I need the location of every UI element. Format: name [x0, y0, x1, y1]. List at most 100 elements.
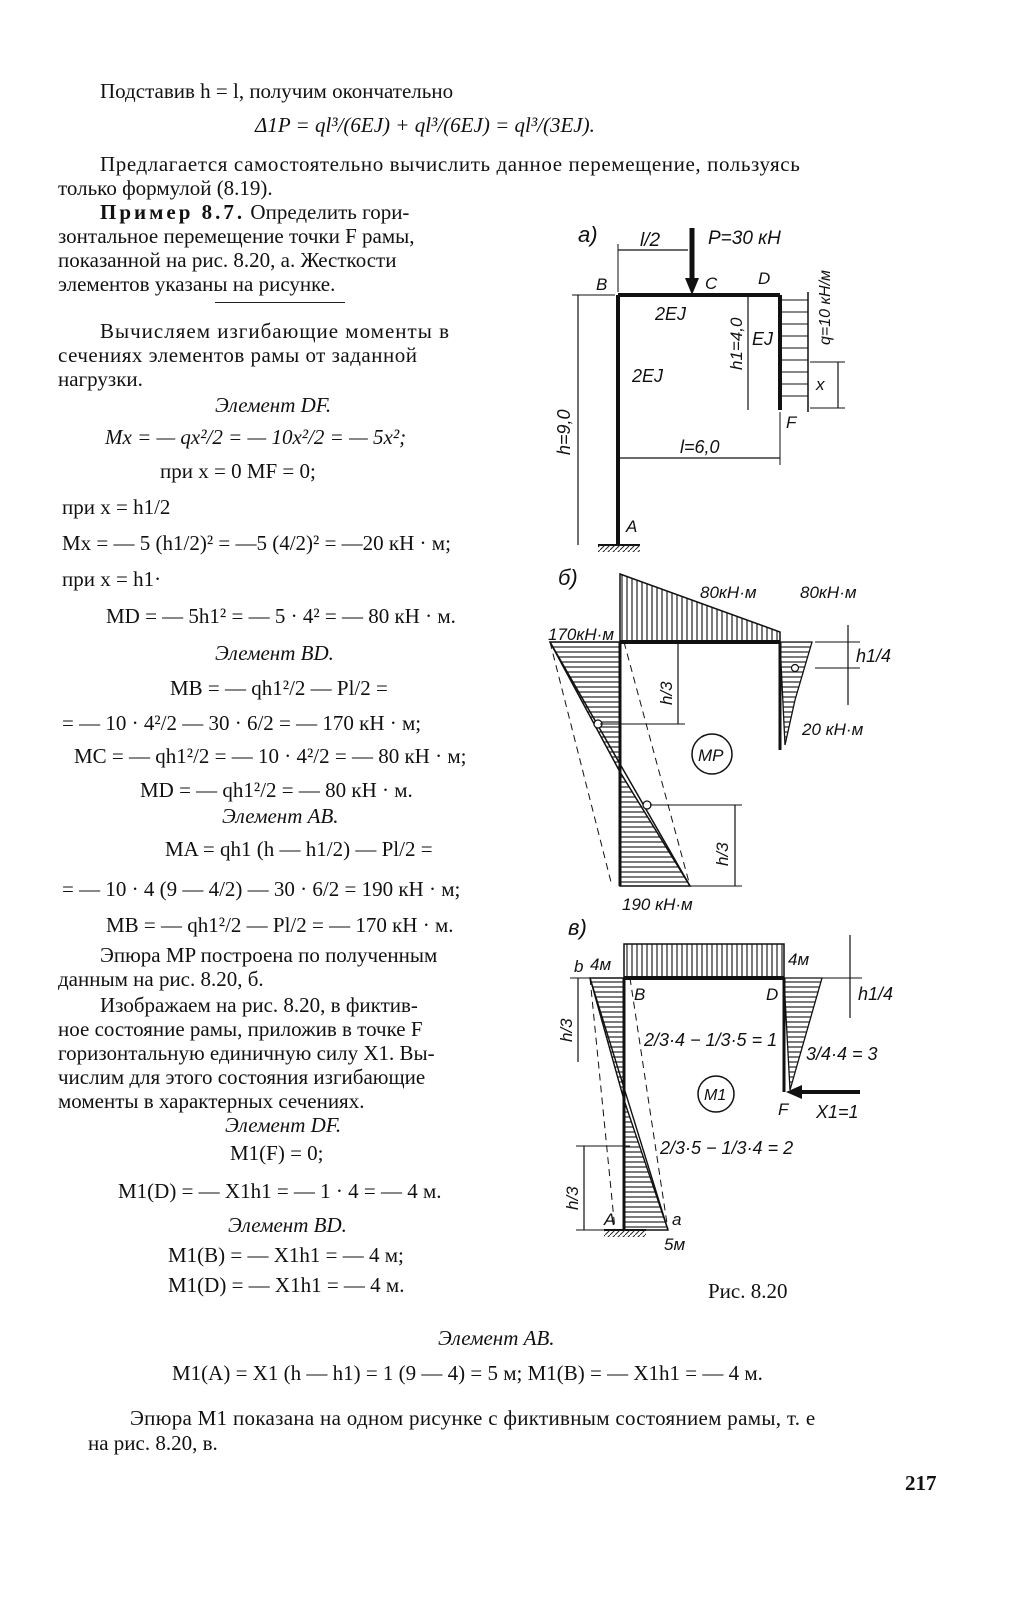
ma-formula-b: = — 10 · 4 (9 — 4/2) — 30 · 6/2 = 190 кН… [62, 877, 461, 901]
label-q: q=10 кН/м [817, 270, 834, 345]
label-h3-c-upper: h/3 [557, 1018, 576, 1042]
para2-line-3: горизонтальную единичную силу X1. Вы- [58, 1041, 435, 1065]
label-frac-2: 3/4·4 = 3 [806, 1044, 878, 1064]
mb-formula-2: MB = — qh1²/2 — Pl/2 = — 170 кН · м. [106, 913, 454, 937]
label-h: h=9,0 [554, 409, 574, 455]
element-bd-heading-2: Элемент BD. [228, 1213, 347, 1237]
m1a-formula: M1(A) = X1 (h — h1) = 1 (9 — 4) = 5 м; M… [172, 1361, 763, 1385]
calc-intro-3: нагрузки. [58, 367, 143, 391]
label-80-a: 80кН·м [700, 583, 757, 602]
distributed-load [782, 292, 809, 412]
column-df-moment [779, 641, 813, 746]
dashed-c-2 [629, 977, 669, 1231]
element-bd-heading: Элемент BD. [215, 641, 334, 665]
label-80-b: 80кН·м [800, 583, 857, 602]
label-node-f: F [786, 413, 798, 432]
label-a: а) [578, 222, 598, 247]
suggest-line-2: только формулой (8.19). [58, 176, 273, 200]
label-c-f: F [778, 1100, 790, 1119]
para1-line-1: Эпюра MP построена по полученным [100, 943, 438, 967]
delta-formula: Δ1P = ql³/(6EJ) + ql³/(6EJ) = ql³/(3EJ). [255, 113, 595, 137]
label-node-c: C [705, 274, 718, 293]
md-formula-1: MD = — 5h1² = — 5 · 4² = — 80 кН · м. [106, 604, 456, 628]
epura-line-1: Эпюра M1 показана на одном рисунке с фик… [130, 1406, 816, 1430]
label-x: x [815, 375, 825, 394]
label-c: в) [568, 915, 587, 940]
dashed-line-1 [549, 641, 613, 887]
m1f-formula: M1(F) = 0; [230, 1141, 324, 1165]
example-text-2: зонтальное перемещение точки F рамы, [58, 224, 415, 248]
label-4m-b: 4м [788, 950, 809, 969]
label-c-d: D [766, 985, 778, 1004]
support-hatch [598, 545, 640, 552]
at-x0: при x = 0 MF = 0; [160, 459, 316, 483]
label-h3-lower-b: h/3 [713, 842, 732, 866]
label-190: 190 кН·м [622, 895, 693, 914]
at-x-h1-half: при x = h1/2 [62, 495, 171, 519]
force-x1-head [786, 1085, 802, 1099]
example-text-4: элементов указаны на рисунке. [58, 272, 336, 296]
at-x-h1: при x = h1· [62, 567, 162, 591]
label-m1: M1 [704, 1087, 726, 1104]
label-4m-a: 4м [590, 955, 611, 974]
mx-formula-2: Mx = — 5 (h1/2)² = —5 (4/2)² = —20 кН · … [62, 531, 451, 555]
element-df-heading: Элемент DF. [215, 393, 332, 417]
label-c-b: B [634, 985, 645, 1004]
diagram-b: б) 170кН·м 80кН·м 80кН·м h1/4 h/3 MP 20 … [548, 565, 891, 914]
diagram-c: в) b 4м B D 4м h1/4 h/3 2/3·4 − 1/3·5 = … [557, 915, 893, 1254]
epura-line-2: на рис. 8.20, в. [88, 1431, 218, 1455]
divider [215, 302, 345, 303]
para1-line-2: данным на рис. 8.20, б. [58, 967, 264, 991]
label-l2: l/2 [640, 230, 661, 251]
label-170: 170кН·м [548, 625, 614, 644]
m1d-formula: M1(D) = — X1h1 = — 1 · 4 = — 4 м. [118, 1179, 442, 1203]
label-h1: h1=4,0 [727, 317, 746, 370]
example-text-1: Определить гори- [250, 200, 410, 224]
example-line-1: Пример 8.7. Определить гори- [100, 199, 409, 225]
label-b: б) [558, 565, 578, 590]
label-node-d: D [758, 269, 770, 288]
label-l: l=6,0 [680, 437, 720, 457]
point-h1-4 [790, 663, 800, 673]
suggest-line-1: Предлагается самостоятельно вычислить да… [100, 152, 801, 176]
dashed-line-2 [623, 641, 691, 887]
label-c-a: A [603, 1210, 615, 1229]
m1-circle [697, 1075, 735, 1113]
mx-formula-1: Mx = — qx²/2 = — 10x²/2 = — 5x²; [105, 425, 407, 449]
label-ej-right: EJ [752, 329, 774, 349]
label-node-b: B [596, 275, 607, 294]
ma-formula: MA = qh1 (h — h1/2) — Pl/2 = [165, 837, 433, 861]
mb-formula-1: MB = — qh1²/2 — Pl/2 = [170, 676, 388, 700]
m1d2-formula: M1(D) = — X1h1 = — 4 м. [168, 1273, 405, 1297]
point-2-3 [642, 800, 652, 810]
label-20: 20 кН·м [801, 720, 864, 739]
support-c-hatch [604, 1230, 646, 1237]
label-2ej-left: 2EJ [631, 366, 664, 386]
label-small-a: a [672, 1210, 681, 1229]
example-text-3: показанной на рис. 8.20, а. Жесткости [58, 248, 397, 272]
label-mp: MP [698, 746, 724, 765]
page-number: 217 [905, 1471, 937, 1495]
diagram-a: а) l/2 P=30 кН B C D 2EJ EJ 2EJ h1=4,0 [554, 222, 845, 552]
moment-line-c [589, 977, 669, 1231]
m1b-formula: M1(B) = — X1h1 = — 4 м; [168, 1243, 404, 1267]
para2-line-5: моменты в характерных сечениях. [58, 1089, 365, 1113]
label-frac-1: 2/3·4 − 1/3·5 = 1 [643, 1030, 777, 1050]
md-formula-2: MD = — qh1²/2 = — 80 кН · м. [140, 778, 413, 802]
label-h14-b: h1/4 [856, 646, 891, 666]
label-node-a: A [625, 517, 637, 536]
force-p-head [685, 278, 699, 295]
dashed-c-1 [589, 977, 616, 1231]
figure-caption: Рис. 8.20 [708, 1279, 788, 1303]
mb-formula-1b: = — 10 · 4²/2 — 30 · 6/2 = — 170 кН · м; [62, 711, 422, 735]
example-label: Пример 8.7. [100, 200, 246, 224]
calc-intro-1: Вычисляем изгибающие моменты в [100, 319, 450, 343]
calc-intro-2: сечениях элементов рамы от заданной [58, 343, 418, 367]
label-2ej-top: 2EJ [654, 304, 687, 324]
label-frac-3: 2/3·5 − 1/3·4 = 2 [659, 1138, 793, 1158]
para2-line-4: числим для этого состояния изгибающие [58, 1065, 426, 1089]
label-p: P=30 кН [708, 228, 781, 249]
label-5m: 5м [664, 1235, 685, 1254]
para2-line-1: Изображаем на рис. 8.20, в фиктив- [100, 993, 418, 1017]
